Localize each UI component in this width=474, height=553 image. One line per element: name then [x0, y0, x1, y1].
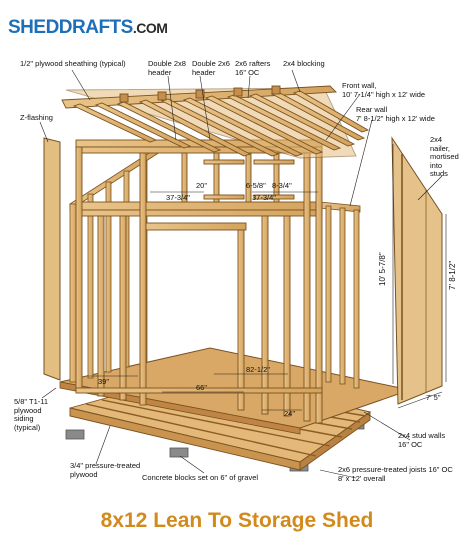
side-wall-framing: [69, 145, 161, 383]
dim-37-3-4-right: 37-3/4": [252, 193, 276, 202]
rear-wall-framing: [319, 201, 361, 389]
dim-37-3-4-left: 37-3/4": [166, 193, 190, 202]
label-z-flashing: Z-flashing: [20, 113, 53, 122]
dim-front-height: 10' 5-7/8": [378, 252, 387, 286]
dim-39: 39": [98, 377, 110, 386]
dimension-lines: [88, 144, 447, 411]
label-siding: 5/8" T1-11 plywood siding (typical): [14, 397, 49, 432]
dim-8-3-4: 8-3/4": [272, 181, 292, 190]
label-sheathing: 1/2" plywood sheathing (typical): [20, 59, 126, 68]
roof-assembly: [61, 85, 370, 159]
brand-suffix: .COM: [132, 20, 168, 36]
dim-82-1-2: 82-1/2": [246, 365, 270, 374]
dim-rear-height: 7' 8-1/2": [448, 260, 457, 290]
diagram-caption: 8x12 Lean To Storage Shed: [100, 509, 374, 532]
label-concrete-blocks: Concrete blocks set on 6" of gravel: [142, 473, 259, 482]
label-joists: 2x6 pressure-treated joists 16" OC 8' x …: [338, 465, 453, 483]
label-rafters: 2x6 rafters 16" OC: [235, 59, 271, 77]
brand-name: SHEDDRAFTS: [8, 17, 133, 38]
dim-20: 20": [196, 181, 208, 190]
label-front-wall: Front wall, 10' 7-1/4" high x 12' wide: [342, 81, 426, 99]
dim-66: 66": [196, 383, 208, 392]
left-siding-panel: [43, 137, 61, 381]
dim-7-5: 7' 5": [426, 393, 441, 402]
label-header-2x6: Double 2x6 header: [192, 59, 230, 77]
label-blocking: 2x4 blocking: [283, 59, 325, 68]
label-header-2x8: Double 2x8 header: [148, 59, 186, 77]
brand-logo: SHEDDRAFTS.COM: [8, 17, 168, 38]
label-floor-plywood: 3/4" pressure-treated plywood: [70, 461, 141, 479]
label-nailer: 2x4 nailer, mortised into studs: [430, 135, 459, 178]
label-rear-wall: Rear wall 7' 8-1/2" high x 12' wide: [356, 105, 435, 123]
label-stud-walls: 2x4 stud walls 16" OC: [398, 431, 446, 449]
right-siding-panel: [391, 136, 443, 405]
dim-24: 24": [284, 409, 296, 418]
leader-lines: [39, 69, 443, 479]
dim-6-5-8: 6-5/8": [246, 181, 266, 190]
